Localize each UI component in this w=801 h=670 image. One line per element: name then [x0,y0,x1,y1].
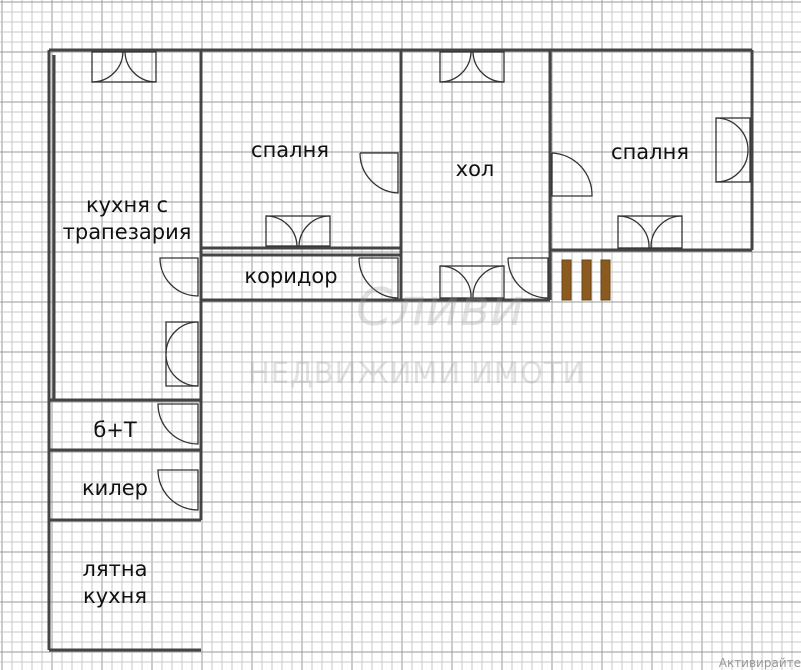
door-bedroom-right-side [551,152,593,197]
door-corridor [358,257,399,299]
door-hall-bottom [439,265,505,299]
door-kitchen-lower [165,321,199,387]
door-bathroom [157,403,199,445]
stairs [561,259,611,301]
room-label-summer-kitchen-line2: кухня [83,584,147,608]
activate-windows-notice: Активирайте [718,656,801,670]
door-storage [157,469,199,511]
watermark-logo: Сливи [356,278,524,338]
room-label-summer-kitchen-line1: лятна [82,557,148,581]
room-label-storage: килер [81,476,148,500]
door-hall-top [439,51,505,83]
room-label-corridor: коридор [244,264,338,288]
door-hall-exterior [507,257,549,299]
room-label-summer-kitchen: лятна кухня [60,556,170,610]
room-label-bathroom: б+Т [93,418,137,442]
door-bedroom-left-bottom [265,215,331,247]
walls [47,48,754,652]
room-label-kitchen: кухня с трапезария [54,192,200,246]
door-kitchen-top [91,51,157,83]
room-label-hall: хол [455,157,495,181]
door-bedroom-right-bottom [617,215,683,249]
watermark-subtitle: НЕДВИЖИМИ ИМОТИ [248,356,586,390]
room-label-bedroom-left: спалня [251,138,329,162]
door-kitchen-corridor [159,257,199,297]
room-label-kitchen-line1: кухня с [85,193,169,217]
room-label-kitchen-line2: трапезария [62,220,192,244]
door-bedroom-right-exterior [715,117,751,183]
doors [91,51,751,511]
room-label-bedroom-right: спалня [611,140,689,164]
door-bedroom-left-side [359,152,399,194]
